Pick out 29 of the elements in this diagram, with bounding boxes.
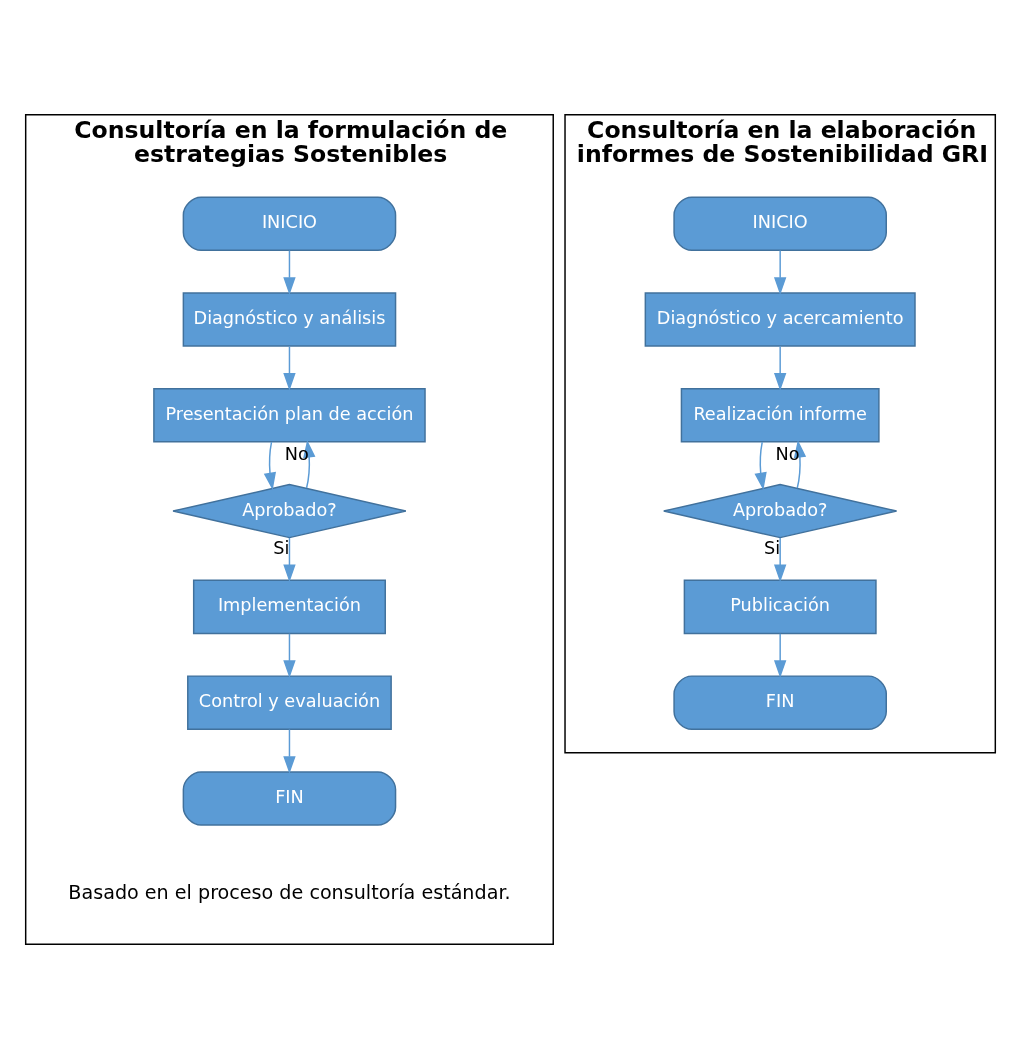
node-box: Realización informe (680, 388, 880, 443)
arrow (283, 632, 296, 679)
node-box: FIN (673, 675, 887, 730)
node-box: INICIO (182, 196, 397, 251)
label: Basado en el proceso de consultoría estándar. (68, 881, 511, 905)
arrow (773, 537, 787, 583)
arrow (773, 632, 787, 679)
arrow (283, 537, 296, 583)
node-box: FIN (182, 771, 397, 826)
node-box: Publicación (683, 579, 877, 635)
arrow (773, 345, 787, 391)
edge-label: No (284, 444, 309, 465)
node-box: Diagnóstico y acercamiento (644, 292, 916, 347)
node-diamond: Aprobado? (663, 483, 898, 539)
node-diamond: Aprobado? (172, 483, 407, 539)
node-box: INICIO (673, 196, 887, 251)
node-box: Diagnóstico y análisis (182, 292, 397, 347)
node-box: Implementación (192, 579, 386, 635)
arrow (283, 345, 296, 391)
edge-label: Si (763, 538, 781, 559)
arrow (283, 728, 296, 774)
edge-label: Si (273, 538, 290, 559)
node-box: Control y evaluación (187, 675, 392, 730)
arrow (263, 441, 276, 491)
arrow (773, 249, 787, 295)
arrow (283, 249, 296, 295)
arrow (754, 441, 767, 491)
edge-label: No (775, 444, 800, 465)
node-box: Presentación plan de acción (153, 388, 426, 443)
